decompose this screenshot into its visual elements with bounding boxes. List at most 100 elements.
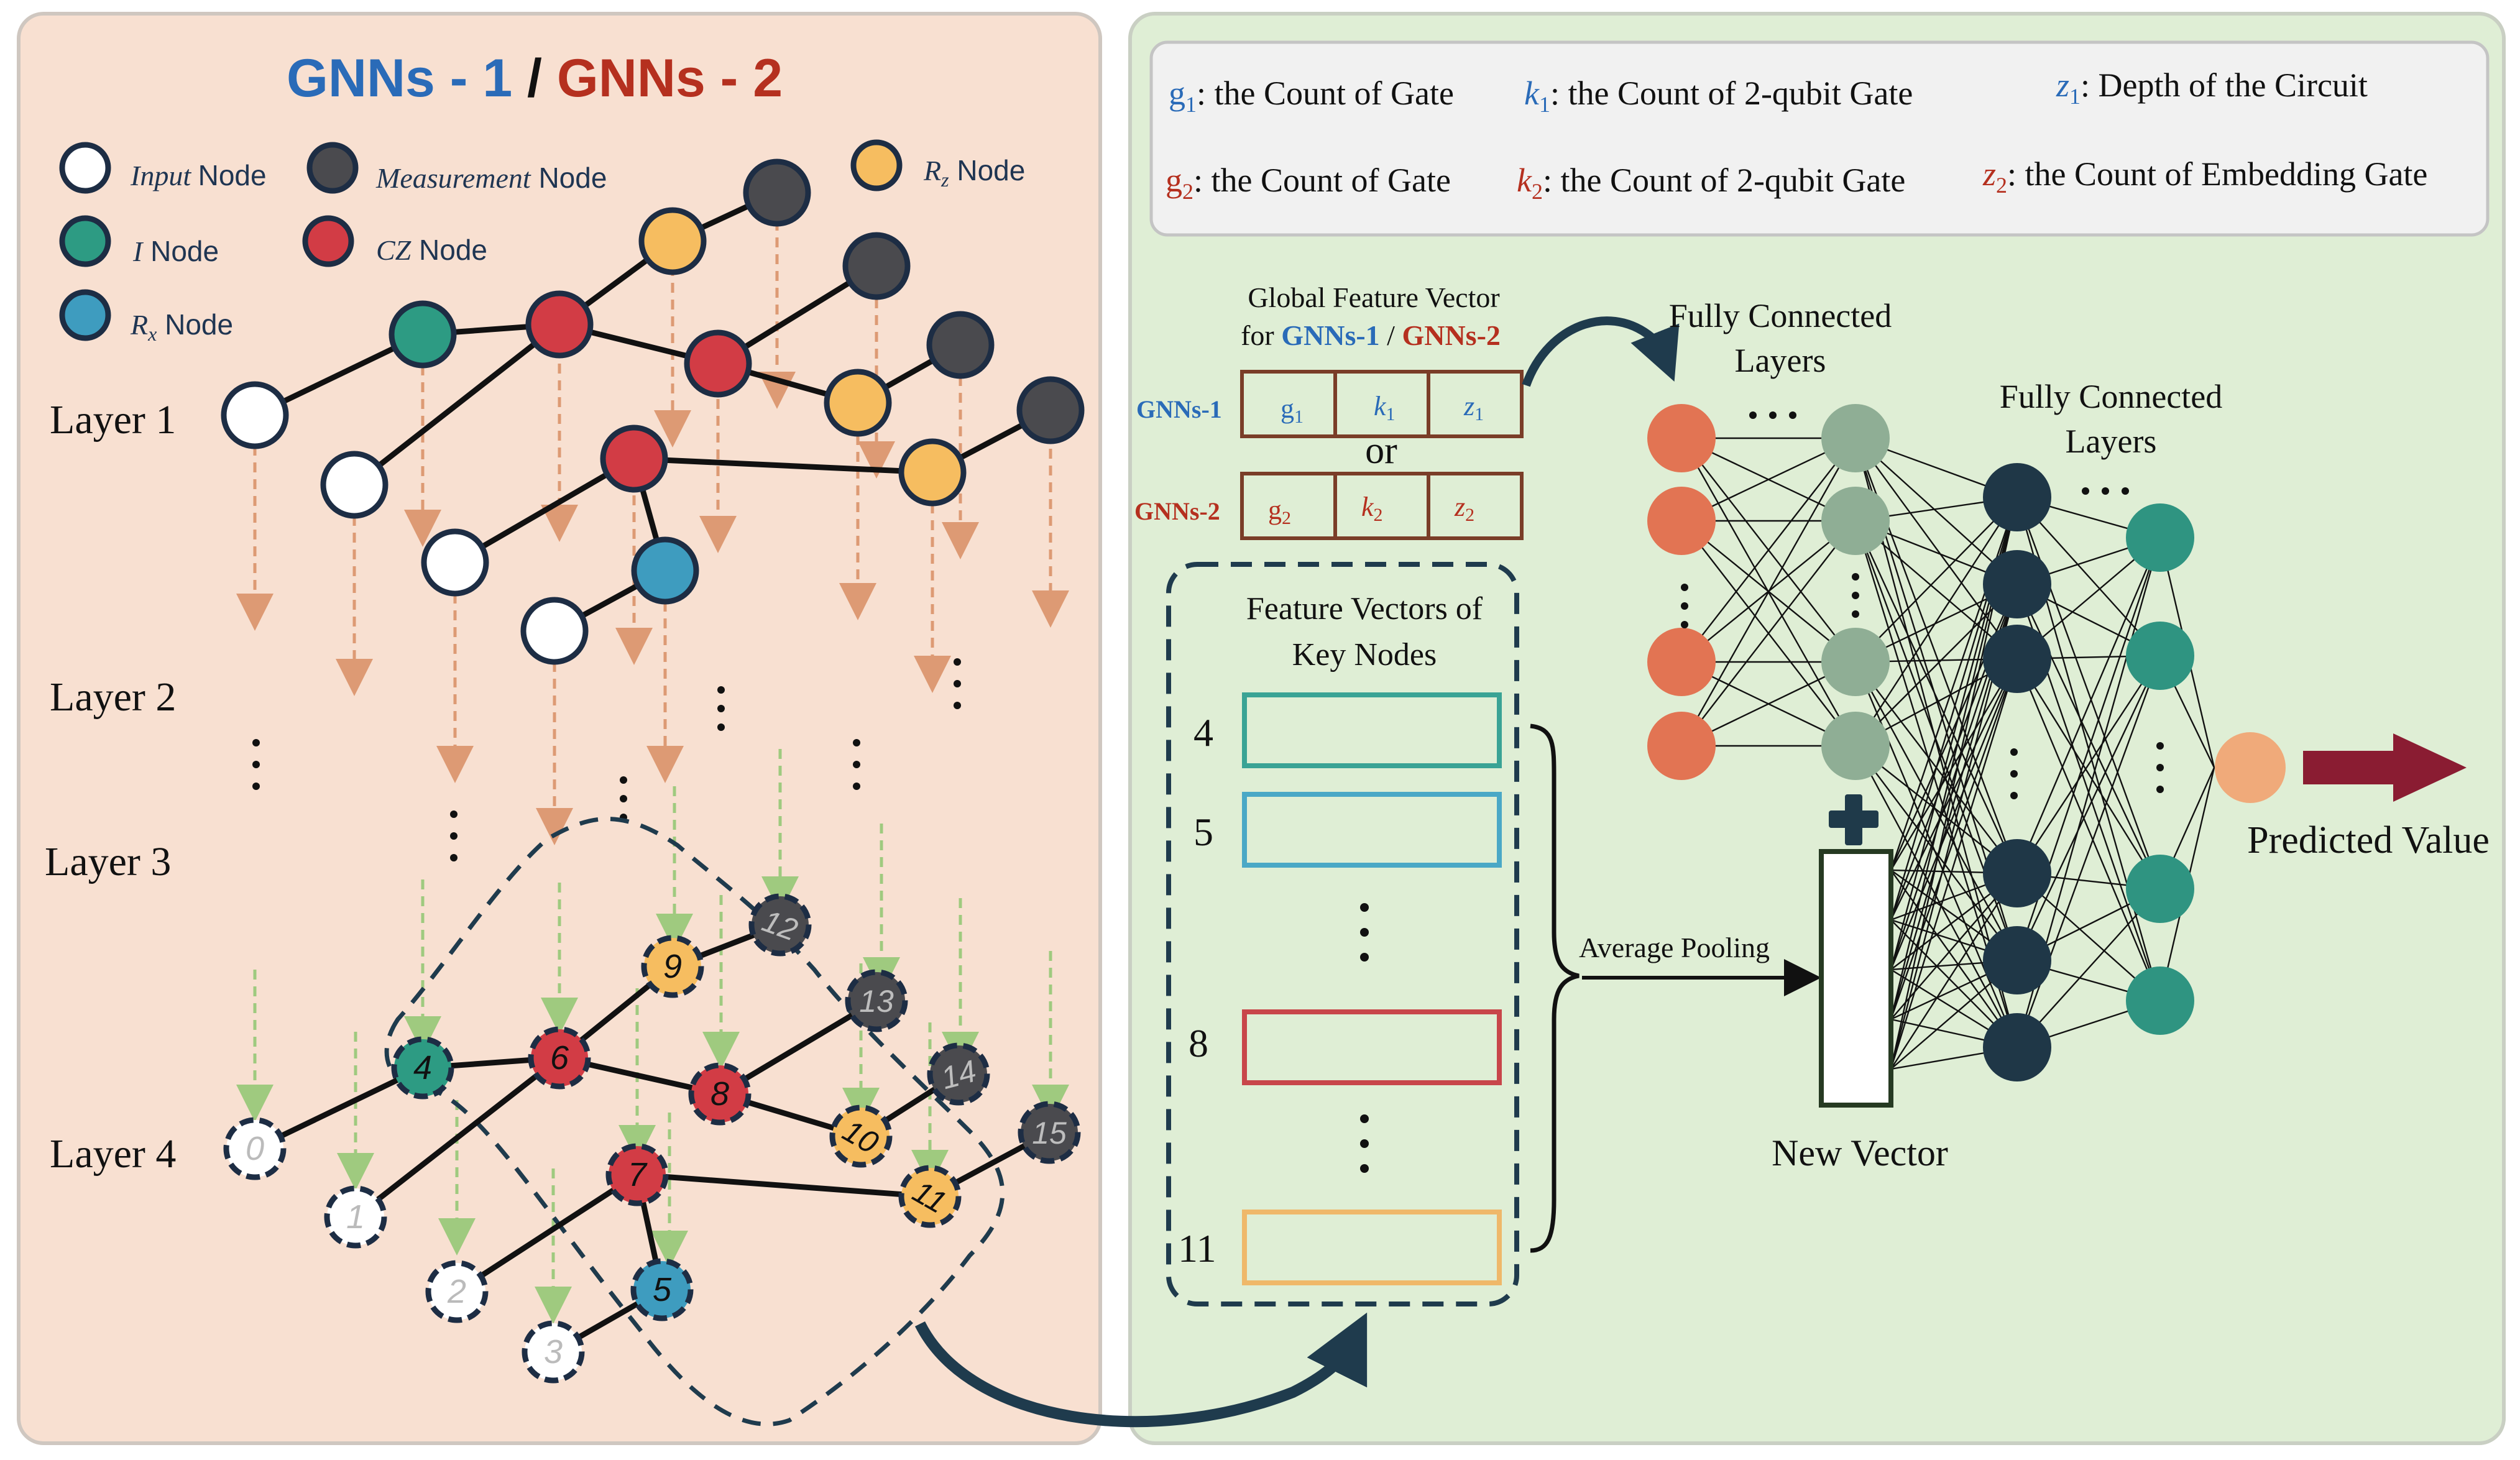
node-7: 7 xyxy=(605,1143,669,1206)
global-vector-row1 xyxy=(1240,370,1524,438)
fc-connection xyxy=(2016,888,2161,1048)
legend-rz-node: Rz Node xyxy=(850,139,1025,191)
title-separator: / xyxy=(512,48,557,108)
node-4: 4 xyxy=(391,1036,454,1100)
input-node-swatch xyxy=(59,142,111,194)
node-1: 1 xyxy=(324,1185,387,1249)
fc-neuron-l2-1 xyxy=(1821,404,1890,472)
row2-cells: g2 k2 z2 xyxy=(1268,492,1474,528)
svg-text:15: 15 xyxy=(1032,1116,1067,1150)
fc-neuron-l4-4 xyxy=(2126,966,2194,1035)
rz-node-swatch xyxy=(850,139,903,191)
l1-input-node xyxy=(320,451,389,519)
fc-connection xyxy=(1855,497,2018,663)
key-vector-ellipsis-1 xyxy=(1360,903,1369,962)
svg-text:k1: k1 xyxy=(1374,391,1396,425)
key-vector-row-11: 11 xyxy=(1178,1210,1502,1285)
fc-connection xyxy=(1680,438,1857,746)
svg-text:8: 8 xyxy=(1189,1021,1208,1065)
node-legend: Input Node Measurement Node Rz Node I No… xyxy=(59,139,1025,345)
layer-label-2: Layer 2 xyxy=(50,674,176,720)
fc-connection xyxy=(1890,658,2018,921)
svg-text:z1: z1 xyxy=(1463,391,1484,425)
l1-rz-node xyxy=(824,369,892,437)
fc-neuron-l3-6 xyxy=(1983,1013,2051,1081)
l1-measurement-node xyxy=(842,232,911,300)
key-vector-ellipsis-2 xyxy=(1360,1114,1369,1173)
svg-text:5: 5 xyxy=(1193,810,1213,854)
svg-text:5: 5 xyxy=(653,1271,672,1308)
node-12: 12 xyxy=(748,893,812,957)
definitions: g1: the Count of Gate k1: the Count of 2… xyxy=(1166,67,2427,204)
svg-text:3: 3 xyxy=(544,1333,563,1370)
fc-connection xyxy=(1855,745,2018,961)
fc-connection xyxy=(1855,520,2018,659)
fc-neuron-l1-3 xyxy=(1647,628,1716,696)
l1-i-node xyxy=(389,300,457,369)
svg-text:1: 1 xyxy=(346,1198,365,1236)
fc-connection xyxy=(2016,655,2161,874)
left-panel xyxy=(17,12,1102,1445)
l1-cz-node xyxy=(600,425,668,493)
new-vector xyxy=(1819,849,1893,1108)
legend-rz-text: Rz Node xyxy=(923,154,1025,191)
fc-neuron-l3-3 xyxy=(1983,625,2051,693)
legend-measurement-text: Measurement Node xyxy=(375,162,607,194)
key-vector-row-4: 4 xyxy=(1193,692,1502,768)
cz-node-swatch xyxy=(302,215,354,267)
node-15: 15 xyxy=(1018,1101,1081,1164)
layer4-input-arrows xyxy=(236,749,1069,1324)
fc-connection xyxy=(2016,655,2161,961)
svg-text:6: 6 xyxy=(550,1039,569,1077)
key-vectors-title-2: Key Nodes xyxy=(1292,637,1437,673)
def-z1: z1: Depth of the Circuit xyxy=(2056,67,2368,109)
fc-connection xyxy=(1855,745,2018,874)
fc2-title-2: Layers xyxy=(2066,423,2157,460)
layer1-projection-arrows xyxy=(236,221,1069,845)
fc-neuron-l1-2 xyxy=(1647,487,1716,555)
node-6: 6 xyxy=(528,1026,591,1090)
layer4-nodes: 0 1 2 3 4 5 6 7 8 9 10 11 12 13 14 15 xyxy=(223,893,1081,1384)
layer-label-4: Layer 4 xyxy=(50,1131,176,1177)
average-pooling-label: Average Pooling xyxy=(1579,932,1770,963)
l1-measurement-node xyxy=(1016,376,1085,444)
key-vector-row-8: 8 xyxy=(1189,1009,1502,1085)
fc-neuron-l3-5 xyxy=(1983,926,2051,994)
definitions-box xyxy=(1149,40,2490,237)
measurement-node-swatch xyxy=(306,142,359,194)
legend-i-text: I Node xyxy=(132,235,219,267)
fc-connection xyxy=(1681,520,1856,746)
global-to-fc-arrow xyxy=(1522,316,1680,387)
fc-neuron-l3-4 xyxy=(1983,839,2051,907)
def-g1: g1: the Count of Gate xyxy=(1169,75,1454,117)
l1-cz-node xyxy=(684,329,752,398)
output-node xyxy=(2215,732,2286,803)
node-14: 14 xyxy=(927,1042,990,1106)
svg-text:8: 8 xyxy=(710,1075,729,1113)
key-vectors-title-1: Feature Vectors of xyxy=(1246,591,1483,627)
layer-label-3: Layer 3 xyxy=(45,839,171,884)
node-10: 10 xyxy=(829,1104,893,1168)
node-2: 2 xyxy=(425,1260,489,1323)
def-k1: k1: the Count of 2-qubit Gate xyxy=(1524,75,1913,117)
l1-rx-node xyxy=(631,536,699,605)
left-ellipsis-dots xyxy=(252,658,961,861)
layer-label-1: Layer 1 xyxy=(50,397,176,443)
key-vectors-box xyxy=(1166,562,1519,1306)
svg-text:0: 0 xyxy=(246,1130,264,1167)
fc-ellipsis xyxy=(1681,411,2164,799)
legend-i-node: I Node xyxy=(59,215,219,267)
fc-connection xyxy=(1854,661,2018,961)
i-node-swatch xyxy=(59,215,111,267)
svg-text:13: 13 xyxy=(859,984,894,1019)
fc-connection xyxy=(2016,497,2161,656)
layer1-nodes xyxy=(221,158,1085,665)
fc-neuron-l1-4 xyxy=(1647,712,1716,780)
fc-connection xyxy=(1890,873,2018,1070)
global-vector-title-2: for GNNs-1 / GNNs-2 xyxy=(1241,319,1501,351)
node-9: 9 xyxy=(641,935,704,998)
svg-text:k2: k2 xyxy=(1361,492,1383,525)
legend-cz-text: CZ Node xyxy=(376,234,487,266)
